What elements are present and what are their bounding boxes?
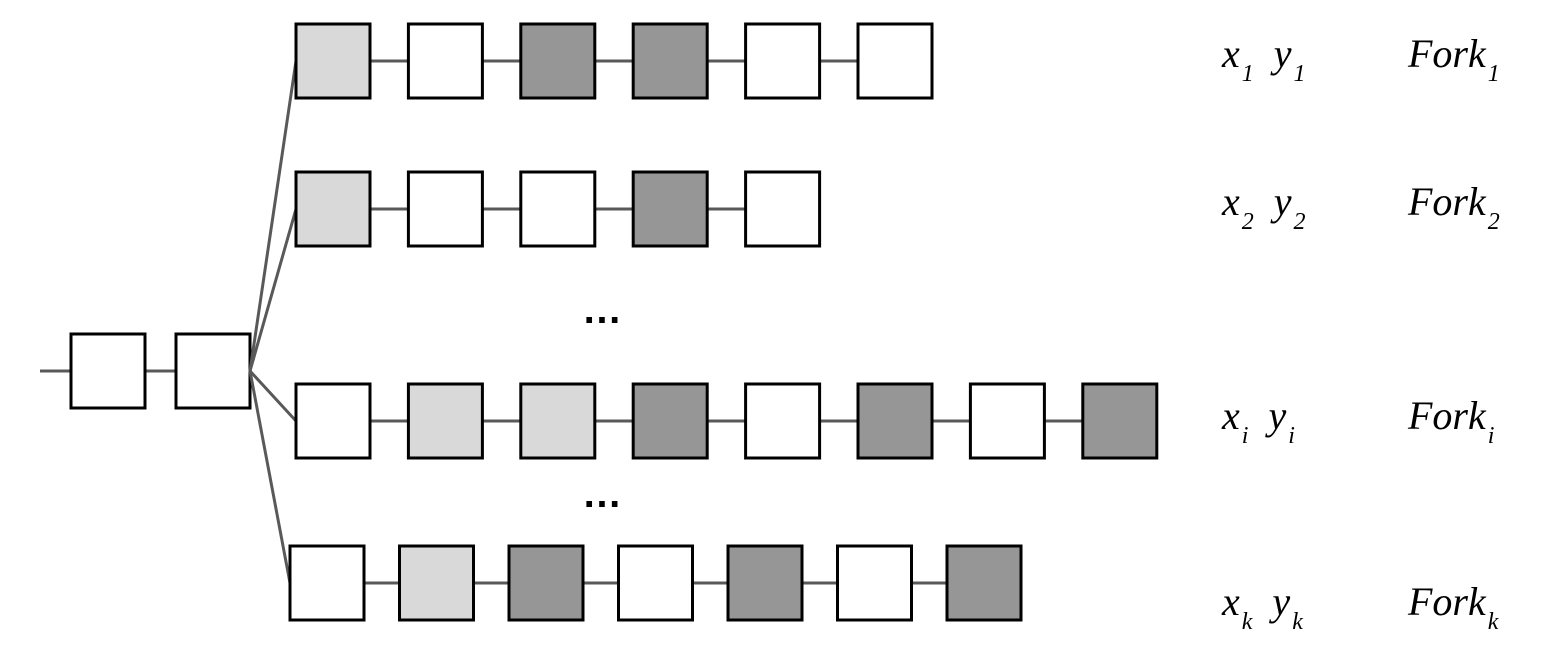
fork-2-name-label: Fork2 <box>1408 179 1500 235</box>
fork-4-block-3 <box>507 544 585 622</box>
fork-3-block-1 <box>294 382 372 460</box>
fork-k-y-sub: k <box>1292 609 1303 635</box>
fork-k-y: y <box>1272 579 1291 624</box>
fork-3-block-8 <box>1081 382 1159 460</box>
fork-4-block-4 <box>617 544 694 622</box>
fork-2-block-3 <box>519 170 597 248</box>
fork-3-block-4 <box>631 382 709 460</box>
fork-1-block-5 <box>744 22 822 100</box>
fork-1-block-6 <box>856 22 934 100</box>
fork-4-block-6 <box>836 544 913 622</box>
fork-2-block-4 <box>631 170 709 248</box>
fork-1-y-sub: 1 <box>1293 61 1306 87</box>
fork-k-name: Fork <box>1408 579 1486 624</box>
fork-1-name: Fork <box>1408 31 1486 76</box>
fork-3-block-2 <box>406 382 484 460</box>
fork-i-x-sub: i <box>1241 423 1249 449</box>
fork-1-block-1 <box>294 22 372 100</box>
fork-i-y-sub: i <box>1288 423 1295 449</box>
fork-1-y: y <box>1273 31 1292 76</box>
fork-1-x: x <box>1222 31 1240 76</box>
root-block-2 <box>174 332 252 410</box>
fork-4-block-7 <box>945 544 1023 622</box>
fork-1-name-sub: 1 <box>1487 61 1500 87</box>
fork-1-branch-link <box>248 60 298 372</box>
fork-4-block-5 <box>726 544 804 622</box>
fork-2-x: x <box>1222 179 1240 224</box>
fork-k-xy-label: xk yk <box>1222 579 1303 635</box>
fork-4-branch-link <box>248 370 292 584</box>
fork-3-block-3 <box>519 382 597 460</box>
fork-1-block-4 <box>631 22 709 100</box>
fork-2-block-2 <box>406 170 484 248</box>
fork-2-name: Fork <box>1408 179 1486 224</box>
ellipsis-lower: … <box>582 472 625 516</box>
fork-1-block-3 <box>519 22 597 100</box>
fork-3-block-5 <box>744 382 822 460</box>
fork-i-name-label: Forki <box>1408 393 1495 449</box>
fork-1-name-label: Fork1 <box>1408 31 1500 87</box>
fork-k-name-label: Forkk <box>1408 579 1499 635</box>
fork-i-name-sub: i <box>1487 423 1495 449</box>
fork-2-x-sub: 2 <box>1241 209 1254 235</box>
fork-3-branch-link <box>248 369 298 423</box>
ellipsis-upper: … <box>582 288 625 332</box>
fork-2-y: y <box>1273 179 1292 224</box>
fork-3-block-7 <box>968 382 1046 460</box>
fork-2-block-5 <box>744 170 822 248</box>
fork-2-y-sub: 2 <box>1293 209 1306 235</box>
fork-1-xy-label: x1 y1 <box>1222 31 1306 87</box>
fork-i-x: x <box>1222 393 1240 438</box>
fork-i-name: Fork <box>1408 393 1486 438</box>
fork-k-x-sub: k <box>1241 609 1253 635</box>
fork-4-block-2 <box>398 544 475 622</box>
fork-1-block-2 <box>406 22 484 100</box>
fork-2-xy-label: x2 y2 <box>1222 179 1306 235</box>
fork-1-x-sub: 1 <box>1241 61 1254 87</box>
fork-2-branch-link <box>248 208 298 372</box>
fork-k-name-sub: k <box>1487 609 1499 635</box>
fork-k-x: x <box>1222 579 1240 624</box>
root-block-1 <box>69 332 147 410</box>
fork-3-block-6 <box>856 382 934 460</box>
fork-i-xy-label: xi yi <box>1222 393 1295 449</box>
fork-4-block-1 <box>288 544 366 622</box>
fork-2-name-sub: 2 <box>1487 209 1500 235</box>
fork-2-block-1 <box>294 170 372 248</box>
fork-i-y: y <box>1268 393 1287 438</box>
